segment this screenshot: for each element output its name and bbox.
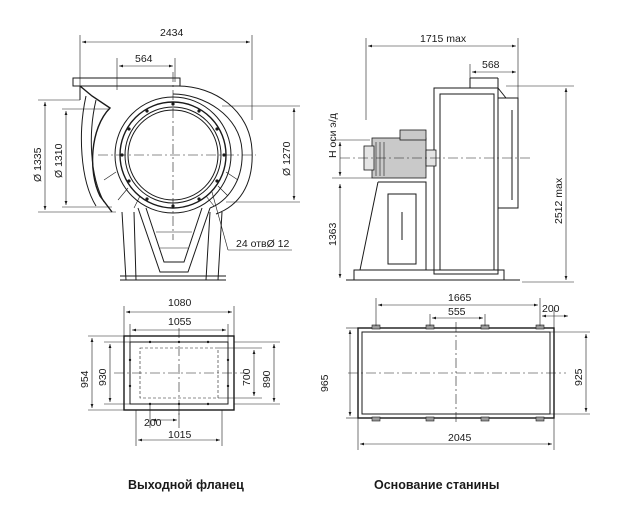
dim-1055: 1055	[168, 316, 192, 328]
dim-1665: 1665	[448, 292, 472, 304]
dim-1715max: 1715 max	[420, 33, 467, 45]
dim-200-flange: 200	[144, 417, 162, 429]
dim-axis-height: H оси э/д	[327, 113, 339, 158]
dim-dia-1335: Ø 1335	[32, 147, 44, 182]
side-view: 1715 max 568 H оси э/д 1	[327, 33, 574, 283]
dim-1015: 1015	[168, 429, 192, 441]
dim-930: 930	[97, 368, 109, 386]
dim-954: 954	[79, 370, 91, 388]
dim-2434: 2434	[160, 27, 184, 39]
dim-2045: 2045	[448, 432, 472, 444]
dim-1080: 1080	[168, 297, 192, 309]
outlet-flange-view: 1080 1055 954 930 700 890 200 1015 Выход…	[79, 297, 280, 492]
dim-568: 568	[482, 59, 500, 71]
dim-2512max: 2512 max	[553, 177, 565, 224]
dim-700: 700	[241, 368, 253, 386]
dim-925: 925	[573, 368, 585, 386]
dim-dia-1310: Ø 1310	[53, 143, 65, 178]
frame-base-view: 1665 555 200 965 925 2045 Основание стан…	[319, 292, 590, 492]
dim-890: 890	[261, 370, 273, 388]
dim-965: 965	[319, 374, 331, 392]
caption-frame-base: Основание станины	[374, 478, 499, 492]
front-view: 2434 564	[32, 27, 300, 281]
dim-200-base: 200	[542, 303, 560, 315]
caption-outlet-flange: Выходной фланец	[128, 478, 244, 492]
dim-564: 564	[135, 53, 153, 65]
dim-dia-1270: Ø 1270	[281, 141, 293, 176]
dim-555: 555	[448, 306, 466, 318]
dim-1363: 1363	[327, 222, 339, 246]
dim-holes: 24 отвØ 12	[236, 238, 290, 250]
